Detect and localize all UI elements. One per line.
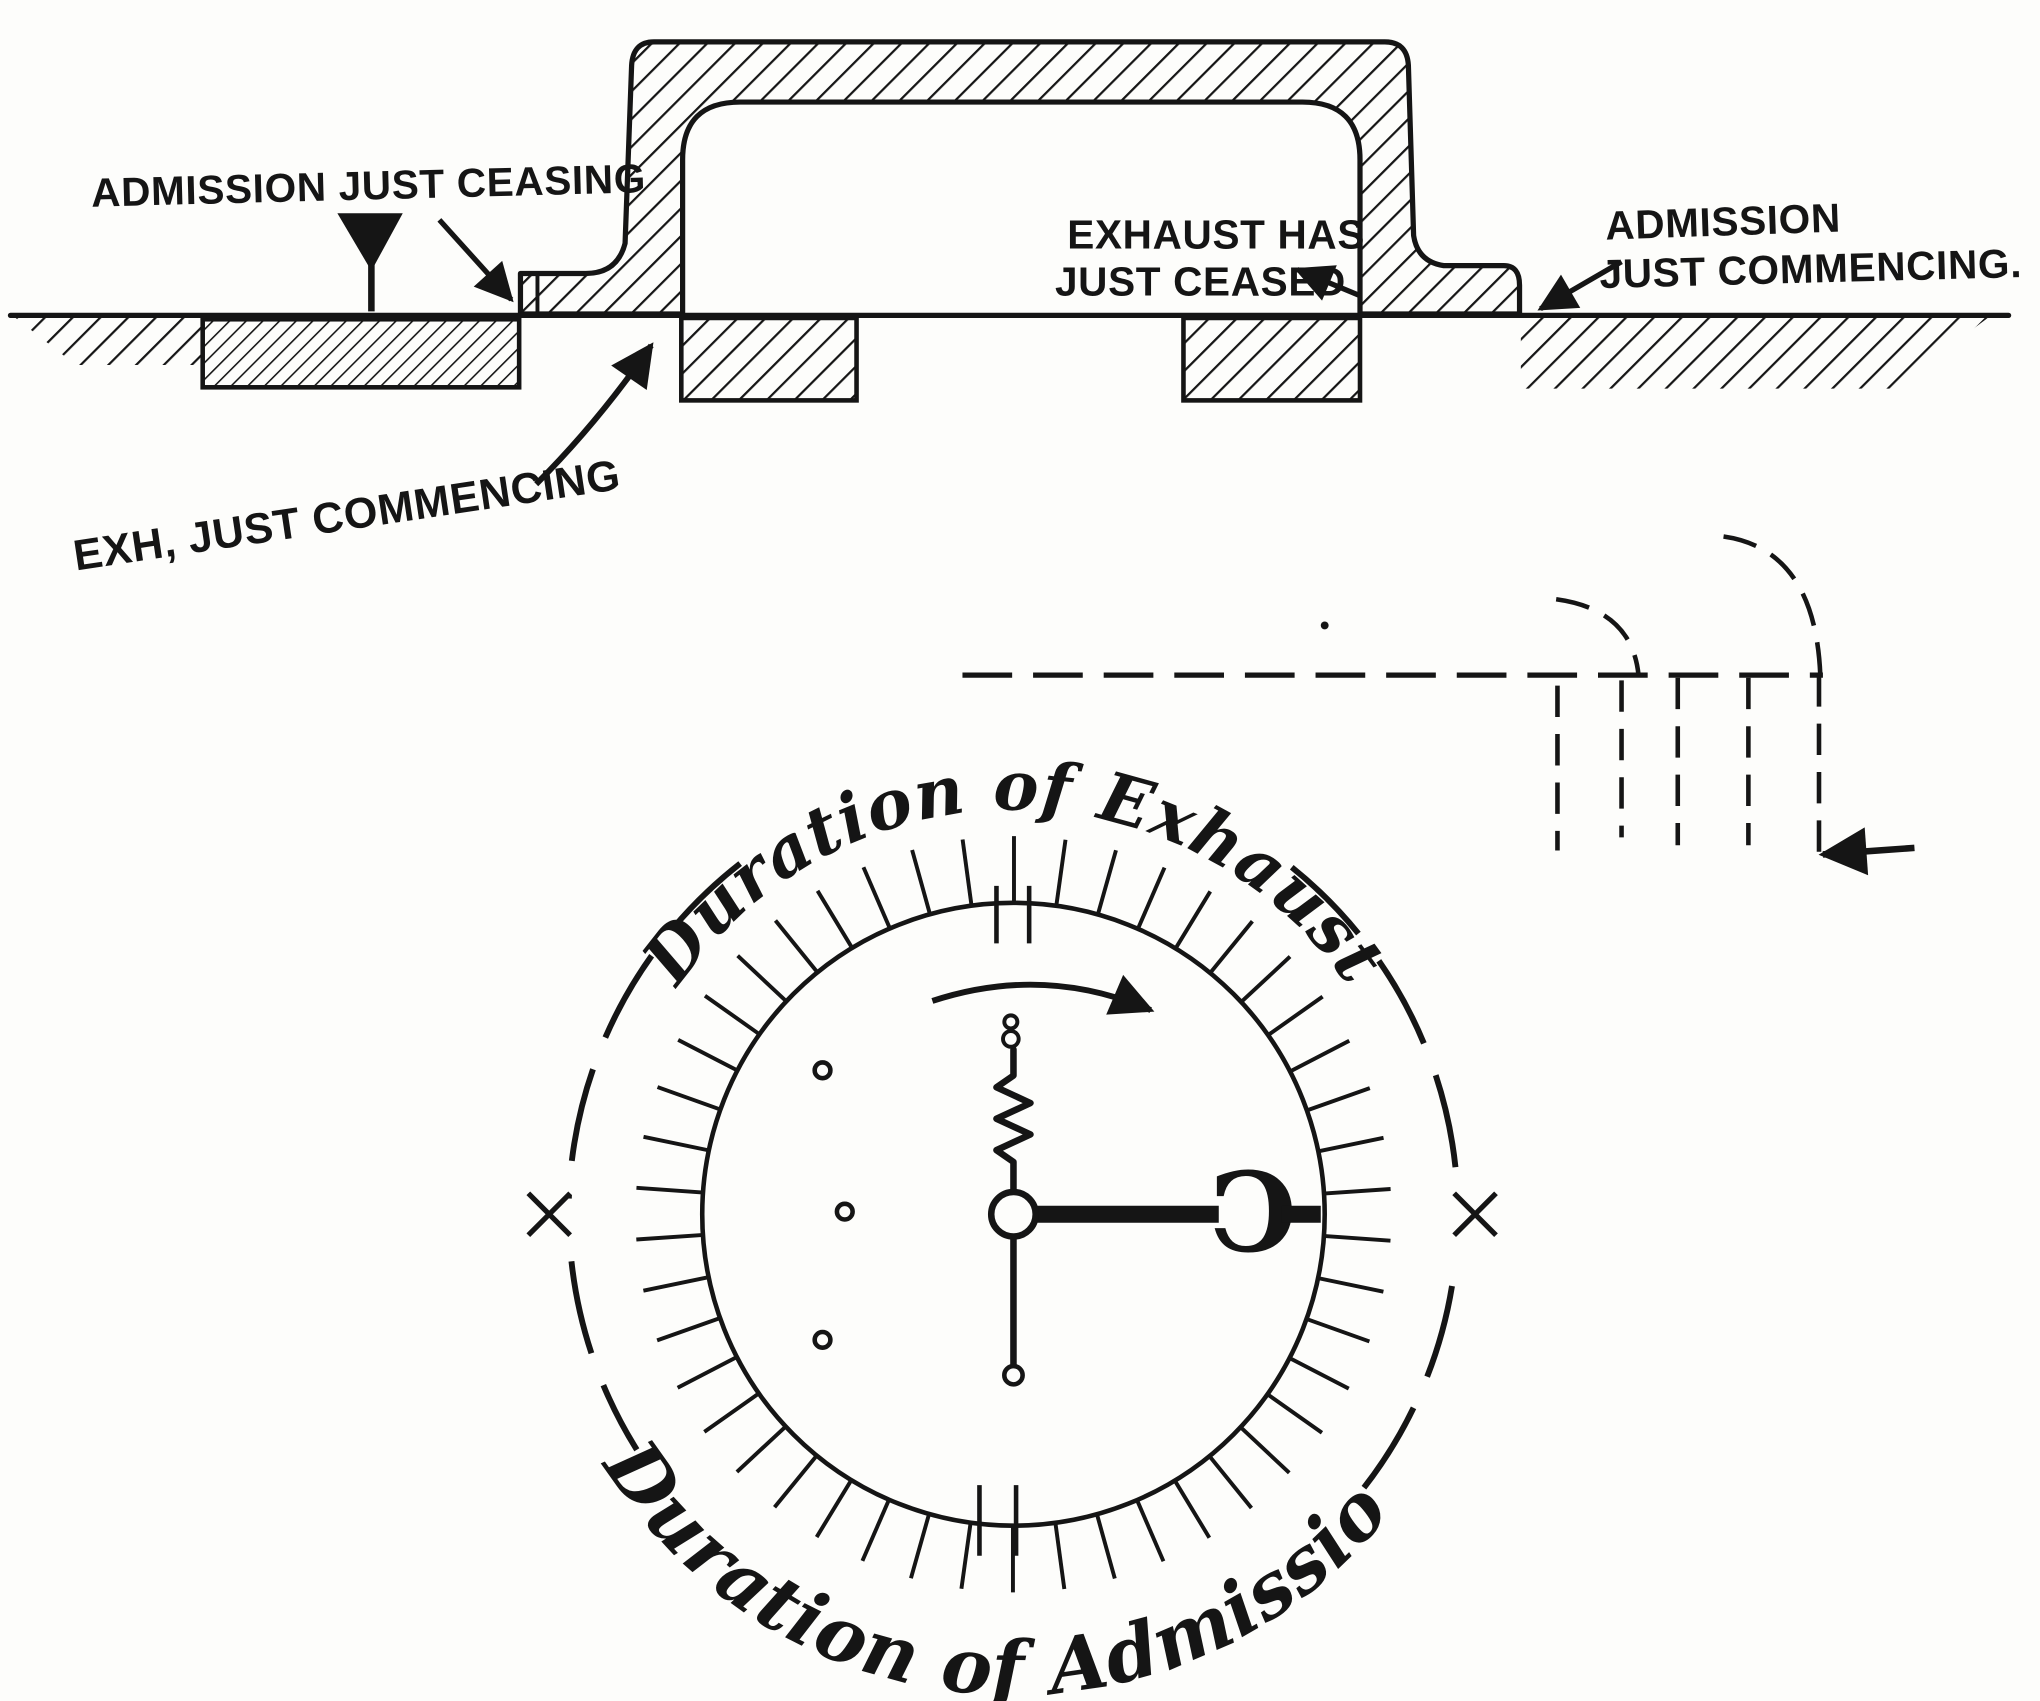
label-admission: ADMISSION (1605, 194, 1842, 248)
dial-tick (1135, 1500, 1166, 1563)
dial-tick (703, 1392, 759, 1434)
travel-pointer-arrow (1818, 827, 1915, 876)
dial-tick (642, 1275, 708, 1293)
dial-tick (1208, 1455, 1253, 1510)
dial-x-mark-right (1452, 1191, 1498, 1238)
dial-tick (1240, 1426, 1291, 1475)
dial-tick (1209, 920, 1254, 974)
dial-tick (1290, 1039, 1351, 1073)
admission-port-box (200, 316, 522, 390)
dial-tick (1096, 849, 1118, 914)
dial-outer-dashed-arc (565, 852, 1459, 1490)
dial-tick-ring (636, 836, 1391, 1593)
rivet-2 (834, 1201, 855, 1222)
dial-tick (773, 1455, 818, 1509)
dial-tick (1173, 1480, 1212, 1539)
dial-circle (699, 900, 1327, 1528)
dial-tick (703, 994, 760, 1036)
dial-tick (636, 1233, 702, 1242)
dial-tick (909, 1514, 931, 1579)
dial-tick (1054, 839, 1068, 905)
dial-tick (773, 919, 819, 973)
seat-hatch-left (15, 317, 203, 366)
label-admission-just-ceasing: ADMISSION JUST CEASING (91, 155, 647, 216)
dial-tick (1053, 1523, 1067, 1590)
ink-dot (1320, 621, 1329, 630)
dial-tick (1267, 1393, 1324, 1435)
valve-travel-diagram (962, 534, 1915, 876)
rivet-1 (812, 1060, 833, 1081)
rod-eye-lower (1002, 1363, 1025, 1387)
dial-tick (1136, 866, 1167, 929)
port-bar-right (1181, 315, 1363, 403)
label-exhaust-has: EXHAUST HAS (1067, 212, 1365, 258)
label-just-commencing: JUST COMMENCING. (1599, 240, 2023, 297)
dial-tick (910, 849, 932, 914)
arrow-exhaust-ceased (1294, 265, 1362, 301)
slide-valve-body (517, 39, 1523, 317)
valve-section (7, 39, 2012, 403)
dial-tick (1240, 955, 1292, 1003)
port-bar-left (679, 315, 859, 403)
dial-tick (1267, 995, 1324, 1036)
arrow-admission-ceasing (437, 218, 514, 303)
dial-tick (643, 1134, 708, 1153)
dial-tick (1307, 1317, 1371, 1344)
dial-tick (960, 839, 974, 905)
dial-tick (735, 1425, 787, 1474)
rod-eye-upper-2 (1002, 1013, 1020, 1031)
dial-tick (1325, 1234, 1391, 1243)
travel-arc-large (1723, 534, 1823, 676)
dial-tick (860, 1500, 891, 1562)
rotation-arrow (931, 974, 1155, 1015)
dial-hub (987, 1188, 1039, 1240)
dial-tick (959, 1523, 973, 1590)
arrow-admission-commencing (1537, 259, 1623, 312)
label-exh-just-commencing: EXH, JUST COMMENCING (70, 451, 623, 580)
dial-tick (1319, 1135, 1384, 1153)
dial-tick (1307, 1086, 1371, 1112)
valve-rod-spring (993, 1046, 1034, 1196)
dial-tick (676, 1355, 737, 1390)
rivet-3 (812, 1329, 833, 1351)
dial-x-mark-left (526, 1191, 573, 1238)
dial-tick (736, 954, 787, 1002)
dial-tick (656, 1316, 720, 1343)
dial-tick (1325, 1187, 1391, 1196)
label-just-ceased: JUST CEASED (1055, 259, 1346, 305)
travel-arc-small (1555, 597, 1641, 676)
dial-tick (814, 1480, 853, 1539)
dial-tick (861, 866, 892, 928)
dial-tick (1318, 1276, 1384, 1294)
rod-eye-upper-1 (1001, 1029, 1021, 1049)
dial-tick (656, 1085, 720, 1111)
arrow-exh-commencing (534, 342, 654, 487)
dial-tick (1174, 890, 1212, 949)
dial-tick (1095, 1514, 1117, 1580)
dial-tick (815, 889, 854, 948)
dial-tick (677, 1038, 738, 1072)
dial-index-marks (977, 885, 1032, 1556)
pointer-admission-ceasing (337, 213, 403, 271)
dial-tick (636, 1185, 702, 1195)
seat-hatch-right (1520, 317, 1988, 389)
dial-tick (1289, 1356, 1350, 1391)
